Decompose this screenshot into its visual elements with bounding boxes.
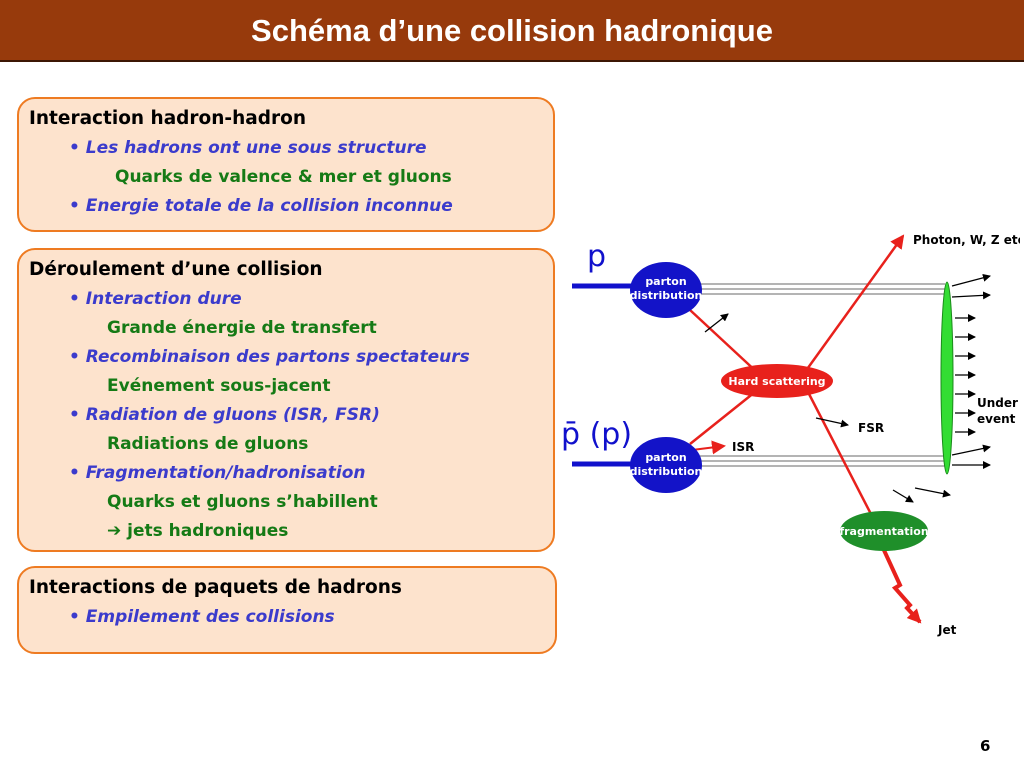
slide-title: Schéma d’une collision hadronique	[251, 13, 773, 48]
box2-sub-3: Radiations de gluons	[107, 434, 309, 454]
box1-heading: Interaction hadron-hadron	[29, 108, 307, 129]
box3-heading: Interactions de paquets de hadrons	[29, 577, 402, 598]
box2-heading: Déroulement d’une collision	[29, 259, 323, 280]
parton-line-bottom	[689, 387, 761, 445]
box2-bullet-1: • Interaction dure	[69, 289, 242, 309]
box2-bullet-2: • Recombinaison des partons spectateurs	[69, 347, 470, 367]
fsr-arrow	[815, 417, 849, 428]
box2-bullet-4: • Fragmentation/hadronisation	[69, 463, 366, 483]
photon-line	[803, 234, 905, 373]
box2-bullet-3: • Radiation de gluons (ISR, FSR)	[69, 405, 380, 425]
underlying-event-ellipse	[940, 281, 954, 475]
parton2-line2: distribution	[630, 465, 703, 478]
parton1-line1: parton	[645, 275, 686, 288]
isr-label: ISR	[732, 440, 754, 454]
box3-bullet-1: • Empilement des collisions	[69, 607, 335, 627]
parton-line-top	[689, 309, 761, 376]
photon-label: Photon, W, Z etc.	[913, 233, 1020, 247]
box2-sub-4b: ➔ jets hadroniques	[107, 521, 289, 541]
isr-arrow	[691, 440, 726, 455]
under-label-1: Under	[977, 396, 1018, 410]
fragmentation-label: fragmentation	[839, 525, 928, 538]
page-number: 6	[980, 737, 991, 755]
fsr-label: FSR	[858, 421, 884, 435]
jet-line	[806, 391, 875, 519]
fragmentation: fragmentation	[839, 511, 929, 551]
frag-arrow-1	[892, 489, 914, 503]
box1-bullet-1: • Les hadrons ont une sous structure	[69, 138, 427, 158]
jet-path	[881, 547, 922, 624]
box2-sub-2: Evénement sous-jacent	[107, 376, 331, 396]
box-hadron-interaction: Interaction hadron-hadron • Les hadrons …	[17, 97, 555, 232]
jet-label: Jet	[937, 623, 957, 637]
parton2-line1: parton	[645, 451, 686, 464]
collision-diagram: parton distribution parton distribution …	[561, 233, 1020, 637]
title-bar: Schéma d’une collision hadronique	[0, 0, 1024, 62]
parton1-line2: distribution	[630, 289, 703, 302]
box-pileup: Interactions de paquets de hadrons • Emp…	[17, 566, 557, 654]
parton-distribution-bottom: parton distribution	[630, 437, 703, 493]
box1-bullet-2: • Energie totale de la collision inconnu…	[69, 196, 453, 216]
hard-scattering: Hard scattering	[721, 364, 833, 398]
box2-sub-4: Quarks et gluons s’habillent	[107, 492, 378, 512]
under-label-2: event	[977, 412, 1016, 426]
parton-distribution-top: parton distribution	[630, 262, 703, 318]
hard-scattering-label: Hard scattering	[728, 375, 825, 388]
spectator-lines	[700, 283, 945, 467]
pbar-label: p̄ (p)	[561, 417, 632, 452]
box2-sub-1: Grande énergie de transfert	[107, 318, 377, 338]
frag-arrow-2	[914, 487, 951, 498]
under-event-arrows	[951, 273, 991, 469]
box-collision-steps: Déroulement d’une collision • Interactio…	[17, 248, 555, 552]
box1-sub-1: Quarks de valence & mer et gluons	[115, 167, 452, 187]
p-label: p	[587, 239, 606, 274]
parton1-arrow	[704, 313, 729, 333]
